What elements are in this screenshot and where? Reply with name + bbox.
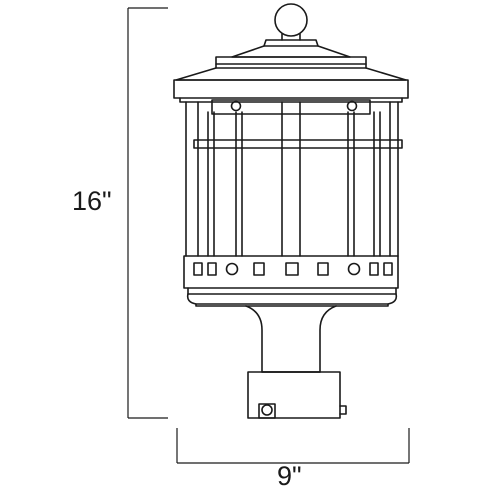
decorative-band xyxy=(183,255,399,289)
upper-band xyxy=(179,97,403,115)
post-fitter xyxy=(247,371,347,419)
base-ring xyxy=(186,287,398,307)
post-adapter xyxy=(245,305,337,373)
finial xyxy=(274,3,308,41)
frame-bars xyxy=(185,101,399,257)
height-dimension-line xyxy=(127,7,168,419)
width-dimension-line xyxy=(176,428,410,464)
roof xyxy=(173,39,409,99)
width-dimension-label: 9" xyxy=(277,461,302,491)
height-dimension-label: 16" xyxy=(72,186,112,216)
cross-rail xyxy=(193,139,403,149)
